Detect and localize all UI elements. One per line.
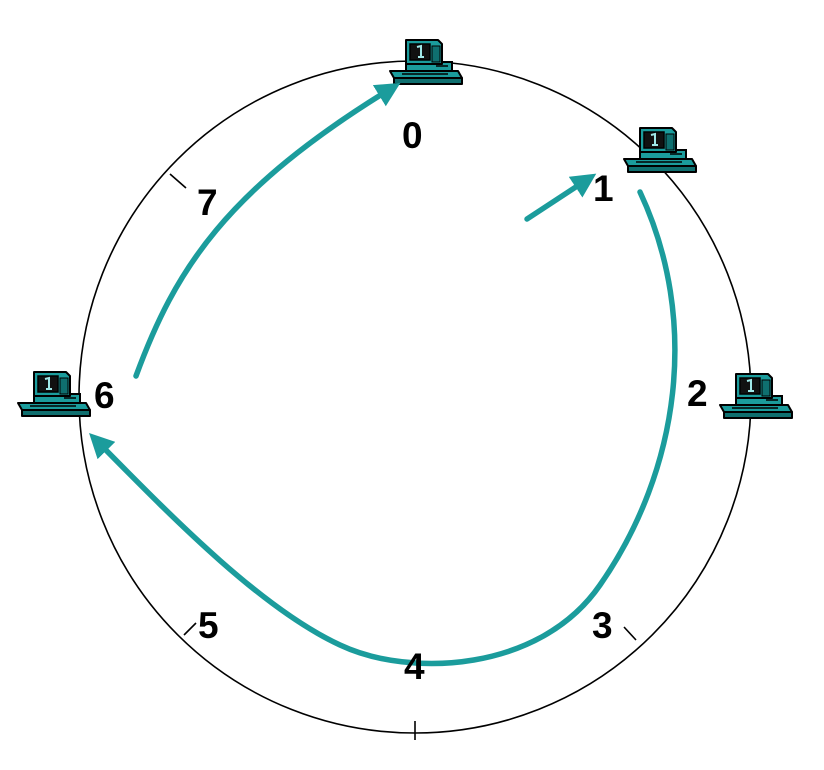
position-label-6: 6 xyxy=(94,375,115,416)
lookup-arrow-6-to-0 xyxy=(133,82,401,379)
position-label-1: 1 xyxy=(593,168,614,209)
lookup-arrow-1-to-6 xyxy=(89,189,678,667)
tick-mark-3 xyxy=(623,626,637,641)
position-label-4: 4 xyxy=(404,646,425,687)
computer-icon-node-2 xyxy=(719,373,793,419)
tick-mark-5 xyxy=(183,622,197,636)
position-label-0: 0 xyxy=(402,115,423,156)
position-label-5: 5 xyxy=(198,605,219,646)
position-label-2: 2 xyxy=(687,373,708,414)
position-label-3: 3 xyxy=(592,605,613,646)
lookup-arrow-start-to-1 xyxy=(524,173,597,222)
position-label-7: 7 xyxy=(197,182,218,223)
tick-mark-7 xyxy=(169,173,187,189)
computer-icon-node-1 xyxy=(623,127,697,173)
